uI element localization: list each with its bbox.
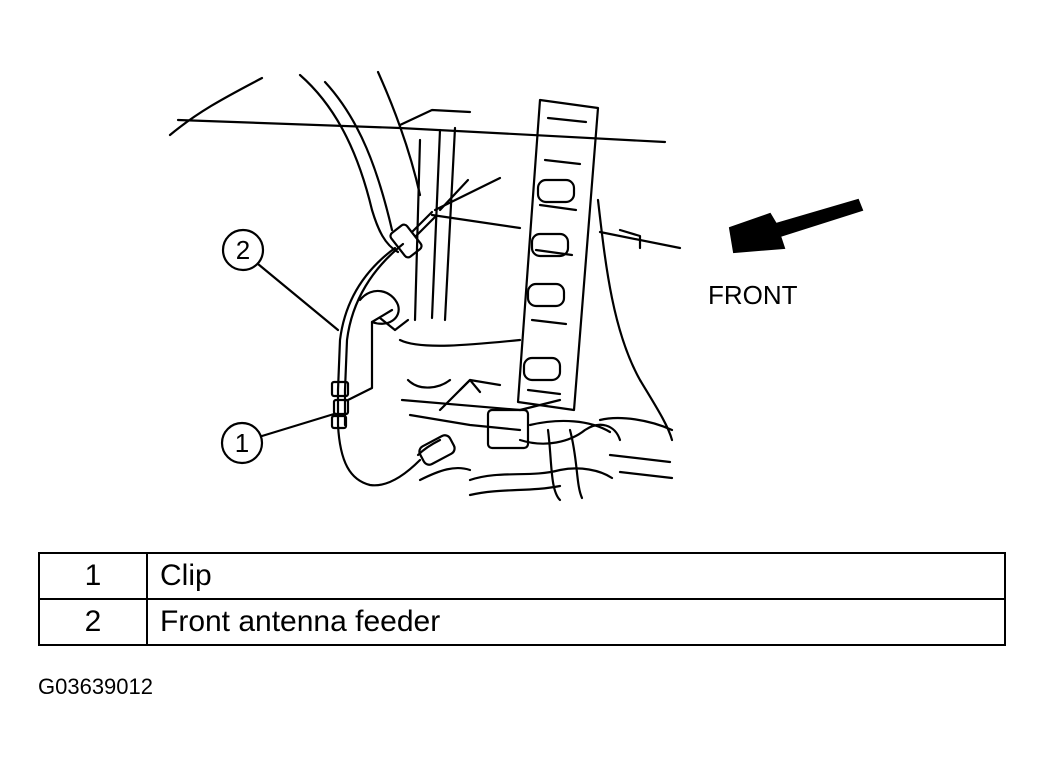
front-direction-label: FRONT [708, 280, 798, 310]
vertical-bracket [516, 98, 600, 412]
legend-number: 1 [38, 552, 148, 600]
callout-2-number: 2 [236, 235, 250, 265]
callout-1 [220, 412, 336, 465]
callout-2 [221, 228, 340, 332]
callout-1-number: 1 [235, 428, 249, 458]
legend-row: 1 Clip [38, 552, 1006, 600]
legend-description: Front antenna feeder [146, 598, 1006, 646]
figure-id: G03639012 [38, 674, 153, 699]
parts-legend-table: 1 Clip 2 Front antenna feeder [38, 552, 1006, 646]
legend-number: 2 [38, 598, 148, 646]
leader-line [433, 176, 502, 212]
front-direction-arrow-icon [728, 198, 864, 254]
lower-body-and-harness [358, 289, 674, 502]
legend-row: 2 Front antenna feeder [38, 598, 1006, 646]
clip [330, 308, 394, 430]
legend-description: Clip [146, 552, 1006, 600]
front-antenna-feeder [336, 210, 456, 487]
antenna-feeder-illustration: 2 1 FRONT [168, 70, 864, 502]
body-panel-lines [168, 70, 682, 442]
